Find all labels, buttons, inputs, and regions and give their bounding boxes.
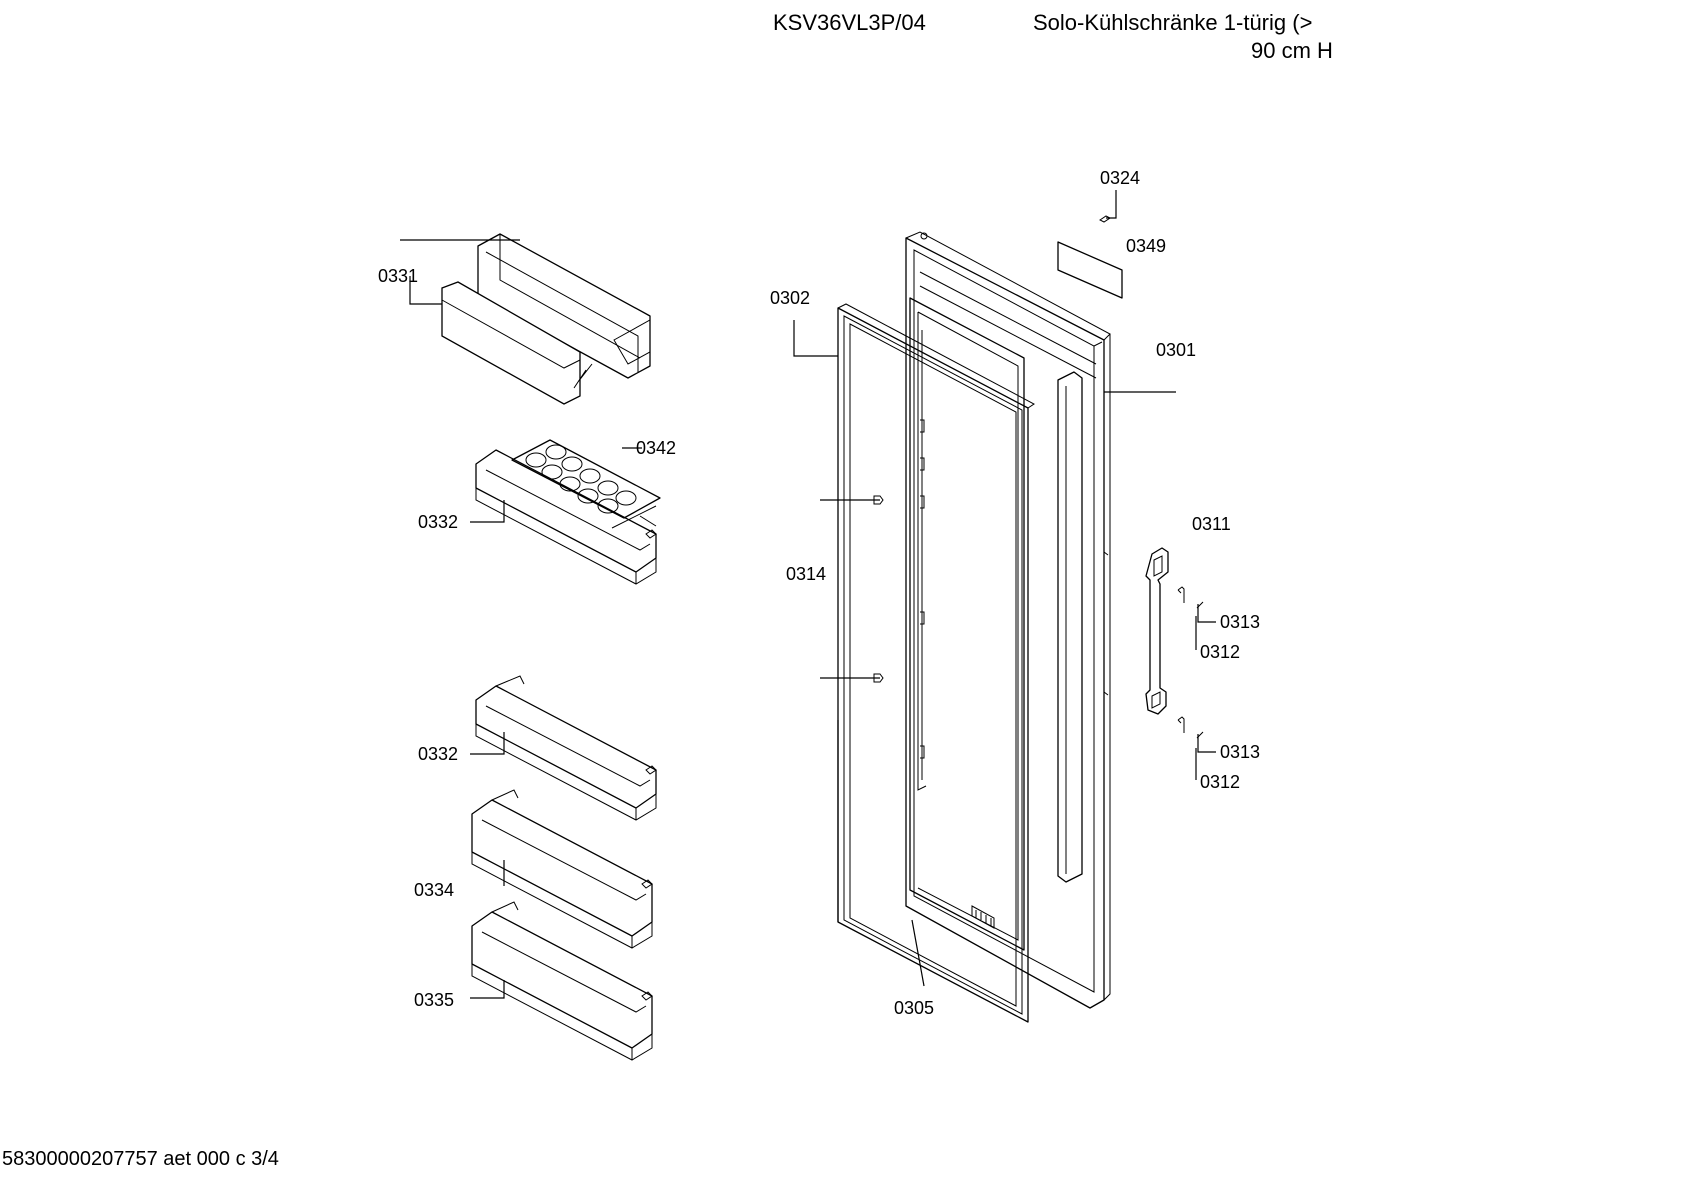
egg-shelf — [475, 449, 657, 585]
callout-0314: 0314 — [786, 564, 826, 584]
callout-0332-upper: 0332 — [418, 512, 458, 532]
callout-0332-lower: 0332 — [418, 744, 458, 764]
small-screws — [873, 215, 1204, 739]
document-id: 58300000207757 aet 000 c 3/4 — [2, 1148, 279, 1170]
callout-0313-lower: 0313 — [1220, 742, 1260, 762]
bottle-shelf-2 — [471, 901, 653, 1061]
callouts: 0324 0349 0302 0301 0331 0342 0332 0311 … — [378, 168, 1260, 1018]
callout-0349: 0349 — [1126, 236, 1166, 256]
door-gasket — [837, 303, 1035, 1023]
door-inner-liner — [905, 297, 1025, 951]
callout-0302: 0302 — [770, 288, 810, 308]
door-outer-panel — [905, 231, 1111, 1009]
callout-0305: 0305 — [894, 998, 934, 1018]
callout-0334: 0334 — [414, 880, 454, 900]
label-plate — [1057, 241, 1123, 299]
callout-0324: 0324 — [1100, 168, 1140, 188]
butter-compartment — [441, 233, 651, 405]
door-shelf-2 — [475, 675, 657, 821]
model-number: KSV36VL3P/04 — [773, 10, 926, 35]
callout-0335: 0335 — [414, 990, 454, 1010]
callout-0313-upper: 0313 — [1220, 612, 1260, 632]
callout-0301: 0301 — [1156, 340, 1196, 360]
callout-0312-lower: 0312 — [1200, 772, 1240, 792]
callout-0311: 0311 — [1192, 514, 1231, 534]
bottle-shelf-1 — [471, 789, 653, 949]
callout-0342: 0342 — [636, 438, 676, 458]
description-line-1: Solo-Kühlschränke 1-türig (> — [1033, 10, 1313, 35]
egg-tray — [511, 439, 661, 519]
callout-0312-upper: 0312 — [1200, 642, 1240, 662]
leader-lines — [400, 190, 1216, 999]
description-line-2: 90 cm H — [1251, 38, 1333, 63]
door-handle — [1103, 547, 1169, 715]
callout-0331: 0331 — [378, 266, 418, 286]
